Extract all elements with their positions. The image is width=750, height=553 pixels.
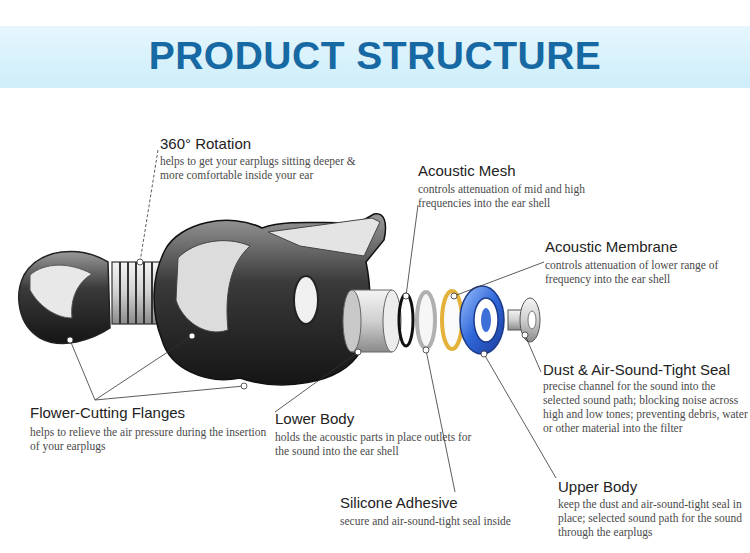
part-description: secure and air-sound-tight seal inside (340, 514, 550, 528)
part-name: Silicone Adhesive (340, 494, 458, 511)
main-body-fin (268, 218, 380, 256)
part-description: helps to get your earplugs sitting deepe… (160, 154, 380, 182)
part-description: precise channel for the sound into the s… (543, 379, 748, 435)
main-body (154, 214, 386, 385)
diagram-title: PRODUCT STRUCTURE (0, 34, 750, 78)
upper-body-part (508, 298, 540, 342)
adhesive-ring (417, 292, 435, 348)
part-description: keep the dust and air-sound-tight seal i… (558, 497, 748, 539)
tip-cap-flange (30, 265, 92, 318)
membrane-disc (442, 291, 462, 349)
part-description: helps to relieve the air pressure during… (30, 425, 270, 453)
part-name: Dust & Air-Sound-Tight Seal (543, 361, 730, 378)
part-description: holds the acoustic parts in place outlet… (275, 430, 480, 458)
part-description: controls attenuation of lower range of f… (545, 258, 745, 286)
part-description: controls attenuation of mid and high fre… (418, 182, 618, 210)
part-name: Flower-Cutting Flanges (30, 404, 185, 421)
part-name: Upper Body (558, 478, 637, 495)
part-name: Lower Body (275, 410, 354, 427)
part-name: Acoustic Mesh (418, 162, 516, 179)
part-name: 360° Rotation (160, 135, 251, 152)
mesh-ring (399, 294, 413, 346)
blue-seal (460, 286, 504, 354)
sound-outlet (294, 276, 318, 324)
main-body-flange (176, 241, 250, 332)
ribbed-stem (112, 262, 160, 324)
tip-cap (19, 251, 110, 343)
part-name: Acoustic Membrane (545, 238, 678, 255)
lower-body-part (343, 290, 401, 352)
